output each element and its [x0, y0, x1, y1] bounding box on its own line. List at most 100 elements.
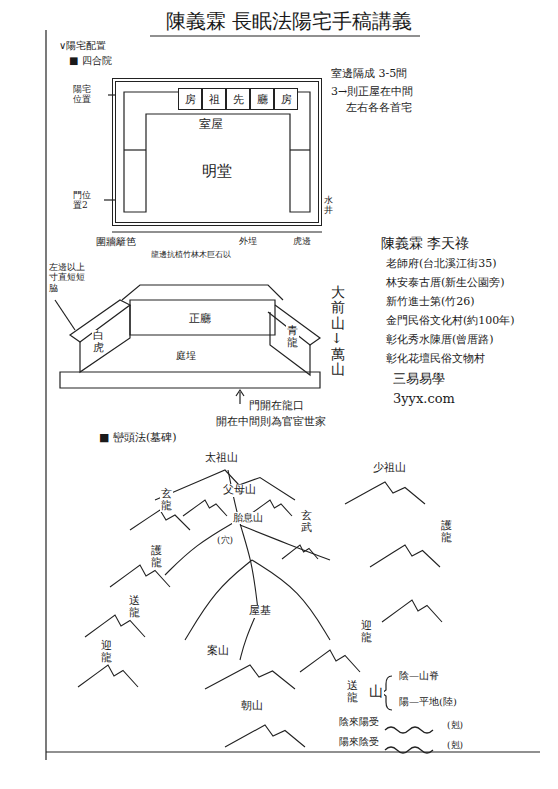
ridge-line	[252, 560, 330, 640]
node-text: 明堂	[202, 162, 232, 181]
annotation-label: (剋)	[446, 740, 464, 750]
mountain-peak	[345, 482, 425, 504]
right-wing	[270, 312, 310, 375]
node-text: 祖	[209, 92, 220, 107]
mountain-peak	[300, 650, 360, 672]
annotation-label: 太祖山	[204, 452, 239, 465]
annotation-label: 彰化花壇民俗文物村	[385, 353, 486, 366]
annotation-label: 陰來陽受	[338, 716, 380, 728]
annotation-label: 朝山	[240, 700, 264, 713]
annotation-label: ■ 四合院	[68, 55, 113, 67]
gate-arrow-head	[236, 390, 244, 396]
annotation-label: ∨陽宅配置	[58, 40, 107, 52]
annotation-label: 玄武	[300, 510, 313, 534]
annotation-label: 左邊以上寸直短短脇	[48, 262, 90, 293]
annotation-label: 青龍	[286, 325, 299, 349]
annotation-label: 陽—平地(陸)	[398, 696, 458, 708]
annotation-label: 3→則正屋在中間	[330, 86, 414, 99]
room-cell: 房	[274, 88, 298, 110]
ridge-line	[165, 520, 238, 575]
annotation-label: 左右各各首宅	[345, 102, 413, 115]
annotation-label: 護龍	[440, 520, 453, 544]
courtyard-compound: 明堂房祖先廳房	[112, 78, 322, 226]
room-cell: 先	[226, 88, 250, 110]
node-text: 先	[233, 92, 244, 107]
annotation-label: 迎龍	[360, 620, 373, 644]
annotation-label: 屋基	[248, 605, 272, 618]
mountain-peak	[205, 665, 295, 689]
mountain-peak	[183, 500, 227, 516]
node-text: 房	[281, 92, 292, 107]
mountain-peak	[78, 665, 138, 687]
annotation-label: (剋)	[446, 720, 464, 730]
mountain-peak	[370, 545, 440, 567]
annotation-label: ■ 巒頭法(墓碑)	[98, 432, 177, 445]
annotation-label: 陳義霖 李天祿	[380, 235, 470, 251]
margin-line	[46, 751, 540, 752]
gate-arrow	[239, 392, 240, 404]
annotation-label: 陽宅位置	[72, 84, 94, 105]
margin-line	[45, 30, 46, 760]
annotation-label: 開在中間則為官宦世家	[215, 416, 327, 429]
annotation-label: 庭埕	[175, 350, 197, 362]
annotation-label: 3yyx.com	[392, 392, 456, 407]
annotation-label: 山	[368, 683, 384, 699]
wave-line	[385, 747, 433, 753]
annotation-label: 案山	[206, 645, 230, 658]
room-cell: 祖	[202, 88, 226, 110]
annotation-label: 龍邊抗植竹林木巨石以	[150, 250, 232, 259]
annotation-label: 水井	[323, 196, 334, 216]
room-cell: 廳	[250, 88, 274, 110]
mountain-peak	[282, 545, 318, 559]
annotation-label: 室邊隔成 3-5間	[330, 68, 408, 81]
annotation-label: (穴)	[216, 535, 234, 545]
ridge-line	[185, 560, 252, 640]
annotation-label: 父母山	[222, 484, 257, 497]
annotation-label: 陰—山脊	[398, 670, 440, 682]
annotation-label: 陽來陰受	[338, 736, 380, 748]
leader-line	[55, 300, 75, 330]
annotation-label: 送龍	[346, 680, 359, 704]
annotation-label: 大前山↓萬山	[330, 285, 346, 377]
annotation-label: 室屋	[198, 118, 224, 132]
mountain-range	[78, 470, 442, 747]
fence-line	[112, 231, 322, 232]
annotation-label: 門開在龍口	[248, 400, 305, 413]
front-wall	[60, 372, 320, 388]
mountain-peak	[155, 470, 295, 500]
annotation-label: 玄龍	[160, 488, 173, 512]
wave-line	[385, 727, 433, 733]
annotation-label: 老師府(台北溪江街35)	[385, 258, 498, 271]
node-text: 廳	[257, 92, 268, 107]
annotation-label: 白虎	[92, 330, 105, 354]
room-wall	[124, 149, 146, 150]
annotation-label: 少祖山	[372, 462, 407, 475]
room-cell: 房	[178, 88, 202, 110]
mountain-peak	[130, 510, 190, 530]
u-building	[124, 92, 310, 212]
roof	[122, 285, 283, 300]
room-wall	[290, 149, 310, 150]
mountain-peak	[225, 725, 305, 747]
annotation-label: 送龍	[128, 595, 141, 619]
annotation-label: 門位置2	[72, 190, 94, 211]
annotation-label: 新竹進士第(竹26)	[385, 296, 476, 309]
annotation-label: 虎邊	[292, 236, 312, 246]
mountain-peak	[382, 600, 442, 622]
annotation-label: 正廳	[188, 313, 212, 326]
annotation-label: 林安泰古厝(新生公園旁)	[385, 277, 506, 290]
title-underline	[150, 35, 420, 36]
annotation-label: 彰化秀水陳厝(曾厝路)	[385, 334, 495, 347]
annotation-label: 圍牆籬笆	[95, 236, 137, 248]
annotation-label: 胎息山	[232, 512, 264, 524]
annotation-label: 外埕	[238, 236, 258, 246]
drawing	[46, 30, 540, 760]
page-title: 陳義霖 長眠法陽宅手稿講義	[165, 10, 413, 33]
ridge-line	[240, 525, 330, 560]
node-text: 房	[185, 92, 196, 107]
annotation-label: 三易易學	[392, 372, 446, 387]
main-hall	[130, 300, 275, 335]
left-wing	[80, 305, 130, 372]
